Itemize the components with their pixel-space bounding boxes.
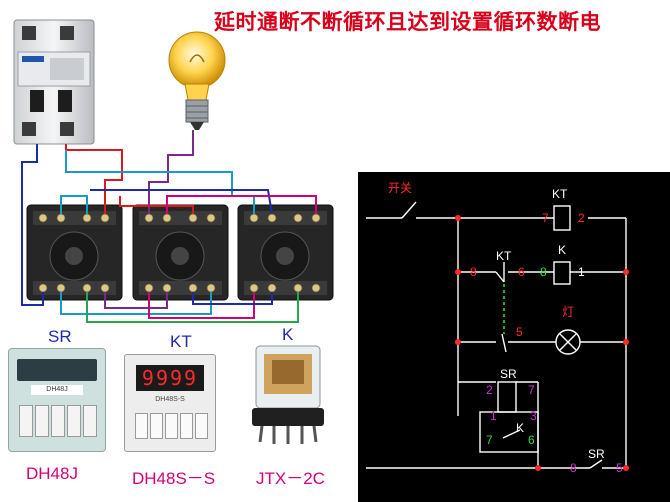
page-title: 延时通断不断循环且达到设置循环数断电	[214, 10, 601, 34]
kt-coil-label: KT	[552, 187, 568, 201]
circuit-breaker	[13, 19, 95, 145]
kt-contact-terminal-5: 5	[516, 325, 523, 339]
sr-coil-label: SR	[500, 367, 517, 381]
relay-socket-sr	[26, 204, 123, 301]
wiring-illustration	[13, 19, 334, 323]
sr-terminal-1: 1	[490, 409, 497, 423]
socket-terminals	[38, 213, 321, 293]
kt-brand-badge: DH48S-S	[155, 396, 185, 403]
kt-device-label: KT	[170, 332, 192, 351]
kt-timer-device: 9999 DH48S-S	[124, 354, 216, 452]
sr-contact-terminal-5: 5	[616, 461, 623, 475]
sr-terminal-7: 7	[528, 383, 535, 397]
kt-dial-row	[135, 413, 208, 441]
sr-counter-device: DH48J	[8, 348, 106, 452]
k-device-label: K	[282, 325, 294, 344]
k-relay-device	[252, 345, 324, 444]
sr-contact-label: SR	[588, 447, 605, 461]
kt-contact-terminal-6: 6	[518, 265, 525, 279]
k-contact-terminal-6: 6	[528, 433, 535, 447]
sr-terminal-3: 3	[530, 409, 537, 423]
relay-socket-kt	[132, 204, 229, 301]
switch-label: 开关	[388, 181, 413, 195]
sr-terminal-2: 2	[486, 383, 493, 397]
wires	[21, 130, 317, 323]
k-contact-terminal-7: 7	[486, 433, 493, 447]
schematic-panel: 开关 KT 7 2 KT 8 6 K 8 1 5 灯 SR 2 7 1 3 K …	[358, 172, 670, 502]
light-bulb	[168, 31, 226, 130]
schematic-lines	[366, 201, 629, 471]
sr-dial-row	[17, 405, 97, 439]
sr-brand-badge: DH48J	[31, 385, 83, 395]
k-terminal-1: 1	[578, 265, 585, 279]
relay-socket-k	[237, 204, 334, 301]
kt-model-label: DH48S－S	[132, 469, 216, 488]
kt-terminal-7: 7	[542, 211, 549, 225]
k-terminal-8: 8	[540, 265, 547, 279]
kt-contact-terminal-8: 8	[470, 265, 477, 279]
sr-display	[17, 359, 97, 381]
lamp-label: 灯	[562, 305, 575, 319]
kt-display: 9999	[136, 365, 204, 391]
k-contact-label: K	[516, 421, 525, 435]
sr-model-label: DH48J	[26, 464, 78, 483]
sr-device-label: SR	[48, 327, 72, 346]
k-coil-label: K	[558, 243, 567, 257]
sr-contact-terminal-8: 8	[570, 461, 577, 475]
kt-terminal-2: 2	[578, 211, 585, 225]
kt-contact-label: KT	[496, 249, 512, 263]
k-model-label: JTX－2C	[256, 469, 325, 488]
